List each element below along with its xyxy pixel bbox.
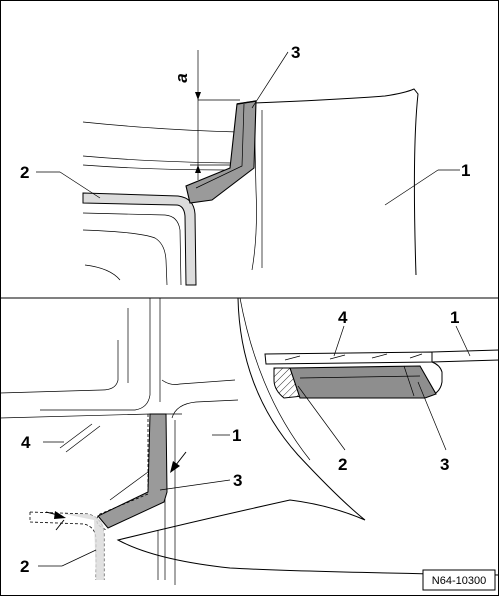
body-panel-curve <box>116 297 499 576</box>
callout-2-right-leader <box>297 385 346 451</box>
glass-4-hatch-4 <box>409 353 423 359</box>
seal-3-top-lip <box>236 100 257 105</box>
callout-2-leader <box>59 171 101 199</box>
glass-line-2 <box>82 155 233 164</box>
gasket-2-inner-line <box>82 212 182 286</box>
glass-4-glint-3 <box>109 471 149 501</box>
panel-1-section-top <box>431 349 499 353</box>
panel-1-outline <box>253 88 419 276</box>
callout-3-right-leader <box>417 381 447 451</box>
frame-line-f <box>0 413 151 419</box>
reference-code-box <box>422 569 496 591</box>
frame-line-g <box>171 399 239 419</box>
seal-3-section <box>289 365 437 399</box>
glass-4-hatch-2 <box>329 354 346 360</box>
callout-2-right-label: 2 <box>338 455 347 474</box>
body-panel-curve-inner <box>239 297 311 461</box>
glass-4-glint-2 <box>65 425 101 453</box>
seal-3-profile <box>185 100 257 204</box>
seal-3-inner-line <box>195 103 245 189</box>
top-panel: a 3 2 1 <box>20 43 470 286</box>
glass-4-hatch-3 <box>371 353 388 359</box>
frame-line-b <box>40 298 151 411</box>
glass-line-3 <box>82 164 227 171</box>
callout-3-left-label: 3 <box>233 471 242 490</box>
callout-1-label: 1 <box>461 161 470 180</box>
bottom-panel: 4 1 3 2 4 1 2 3 <box>0 297 499 591</box>
callout-3-left-leader <box>159 479 231 491</box>
callout-1-right-label: 1 <box>450 308 459 327</box>
glass-4-section <box>264 351 433 365</box>
callout-3-right-label: 3 <box>440 455 449 474</box>
panel-1-inner-edge <box>251 102 257 271</box>
callout-2-left-label: 2 <box>20 557 29 576</box>
dimension-a-arrow-top <box>195 92 201 100</box>
callout-2-left-leader <box>61 549 97 567</box>
reference-code: N64-10300 <box>432 575 486 587</box>
frame-inner-line <box>82 229 168 286</box>
callout-1-left-label: 1 <box>232 426 241 445</box>
seal-3-section-line <box>299 375 421 379</box>
frame-corner-line <box>84 264 121 281</box>
gasket-2-fill <box>64 514 104 580</box>
glass-4-hatch-1 <box>284 355 301 361</box>
callout-4-right-label: 4 <box>338 308 348 327</box>
callout-4-left-label: 4 <box>21 433 31 452</box>
arrow-seal-head <box>170 461 180 473</box>
dimension-a-label: a <box>172 73 191 82</box>
seal-3-section-divider <box>403 365 415 397</box>
callout-1-leader <box>384 169 439 206</box>
callout-1-right-leader <box>455 325 471 357</box>
gasket-2-channel <box>82 192 197 286</box>
frame-line-d <box>0 340 119 394</box>
arrow-gasket-head <box>54 511 66 519</box>
callout-2-label: 2 <box>20 163 29 182</box>
seal-3-detail-profile <box>97 413 168 529</box>
frame-line-e <box>161 379 236 385</box>
callout-3-leader <box>251 51 289 109</box>
callout-3-label: 3 <box>291 43 300 62</box>
glass-line-1 <box>82 121 239 133</box>
dimension-a-arrow-bottom <box>195 165 201 173</box>
glass-4-glint-1 <box>59 423 93 449</box>
panel-1-section-bottom <box>431 359 499 363</box>
arrow-gasket-shaft-2 <box>55 519 65 531</box>
callout-4-right-leader <box>333 325 345 357</box>
gasket-2-dashed-lower-inner <box>29 521 97 580</box>
